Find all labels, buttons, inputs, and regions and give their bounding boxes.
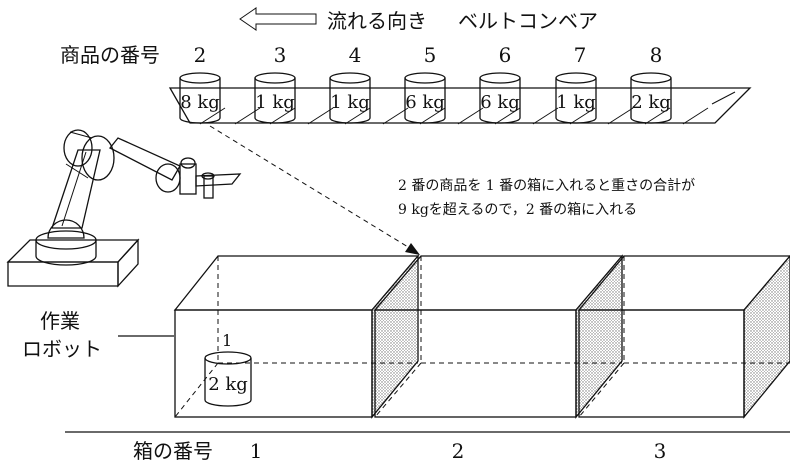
- conveyor-item: 7 1 kg: [555, 43, 597, 124]
- direction-label: 流れる向き: [327, 9, 427, 33]
- conveyor-row-label: 商品の番号: [60, 43, 160, 67]
- item-weight: 1 kg: [330, 92, 370, 113]
- item-number: 7: [574, 43, 587, 67]
- item-number: 4: [349, 43, 362, 67]
- item-number: 6: [499, 43, 512, 67]
- item-weight: 1 kg: [556, 92, 596, 113]
- box-number: 2: [452, 439, 465, 463]
- conveyor-item: 4 1 kg: [329, 43, 371, 124]
- item-weight: 8 kg: [180, 92, 220, 113]
- conveyor-item: 8 2 kg: [630, 43, 672, 124]
- item-weight: 6 kg: [405, 92, 445, 113]
- conveyor-item: 5 6 kg: [404, 43, 446, 124]
- item-weight: 6 kg: [480, 92, 520, 113]
- conveyor-item: 3 1 kg: [254, 43, 296, 124]
- box-number: 3: [654, 439, 667, 463]
- box: [577, 254, 790, 419]
- box-content-tag: 1: [222, 331, 232, 350]
- item-weight: 1 kg: [255, 92, 295, 113]
- conveyor-belt: [168, 87, 752, 125]
- item-number: 2: [194, 43, 207, 67]
- robot-label-line-1: 作業: [40, 309, 80, 333]
- conveyor-item: 2 8 kg: [179, 43, 221, 124]
- item-number: 8: [650, 43, 663, 67]
- item-weight: 2 kg: [631, 92, 671, 113]
- box-content-weight: 2 kg: [208, 374, 248, 395]
- conveyor-label: ベルトコンベア: [458, 9, 598, 33]
- box-number: 1: [250, 439, 263, 463]
- box-row-label: 箱の番号: [133, 439, 213, 463]
- box: 1 2 kg: [173, 254, 420, 419]
- robot: [6, 129, 242, 288]
- robot-label-line-2: ロボット: [22, 337, 102, 361]
- box: [373, 254, 624, 419]
- item-number: 5: [424, 43, 437, 67]
- direction-arrow: [239, 7, 317, 31]
- dashed-arrow: [209, 125, 420, 255]
- conveyor-item: 6 6 kg: [479, 43, 521, 124]
- item-number: 3: [274, 43, 287, 67]
- note-line-1: 2 番の商品を 1 番の箱に入れると重さの合計が: [398, 178, 695, 194]
- note-line-2: 9 kgを超えるので，2 番の箱に入れる: [398, 202, 637, 218]
